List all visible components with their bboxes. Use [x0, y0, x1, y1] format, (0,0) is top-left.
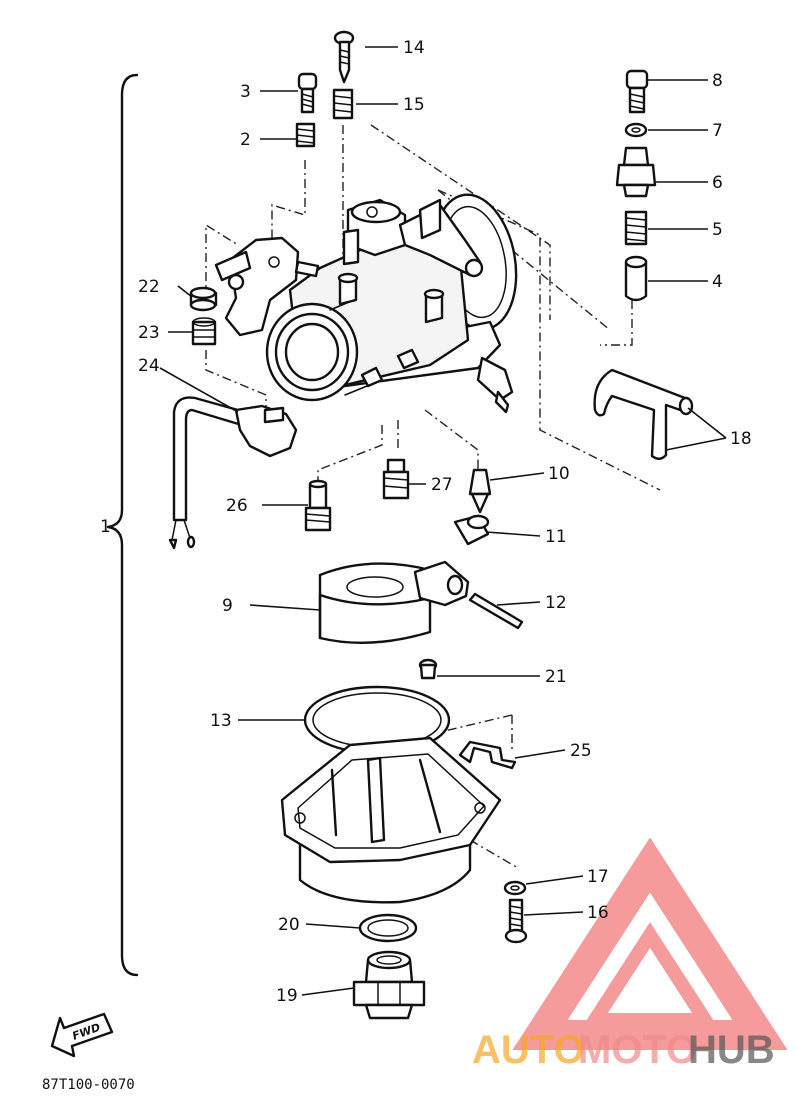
callout-5: 5 — [712, 220, 723, 240]
callout-13: 13 — [210, 711, 232, 731]
callout-20: 20 — [278, 915, 300, 935]
jet-27 — [382, 458, 410, 500]
screw-14 — [333, 30, 355, 84]
callout-22: 22 — [138, 277, 160, 297]
spring-5 — [624, 210, 648, 246]
watermark-text: AUTO MOTO HUB — [472, 1028, 775, 1072]
spring-2 — [295, 122, 316, 148]
callout-numbers: 1 2 3 4 5 6 7 8 9 10 11 12 13 14 15 16 1… — [100, 38, 752, 1006]
washer-17 — [503, 880, 527, 896]
callout-14: 14 — [403, 38, 425, 58]
callout-15: 15 — [403, 95, 425, 115]
callout-24: 24 — [138, 356, 160, 376]
screw-16 — [504, 898, 528, 944]
watermark-logo — [512, 837, 788, 1050]
needle-valve-10 — [468, 468, 492, 514]
diagram-code: 87T100-0070 — [42, 1077, 135, 1093]
forward-direction-arrow: FWD — [50, 1012, 114, 1058]
leader-lines — [159, 46, 727, 996]
watermark-word-auto: AUTO — [472, 1028, 585, 1072]
pin-12 — [468, 592, 524, 630]
clamp-25 — [458, 740, 517, 770]
screw-8 — [625, 69, 649, 114]
callout-8: 8 — [712, 71, 723, 91]
callout-9: 9 — [222, 596, 233, 616]
spring-23 — [191, 317, 217, 346]
washer-7 — [624, 122, 648, 138]
callout-1: 1 — [100, 517, 111, 537]
plug-6 — [615, 146, 657, 198]
clip-11 — [453, 514, 490, 546]
screw-21 — [418, 658, 438, 680]
callout-25: 25 — [570, 741, 592, 761]
jet-26 — [304, 479, 332, 532]
callout-2: 2 — [240, 130, 251, 150]
plunger-4 — [624, 255, 648, 302]
carburetor-body — [214, 193, 518, 414]
spring-15 — [332, 88, 354, 120]
pilot-screw-3 — [297, 72, 318, 114]
callout-3: 3 — [240, 82, 251, 102]
callout-10: 10 — [548, 464, 570, 484]
callout-4: 4 — [712, 272, 723, 292]
callout-12: 12 — [545, 593, 567, 613]
callout-21: 21 — [545, 667, 567, 687]
callout-17: 17 — [587, 867, 609, 887]
callout-19: 19 — [276, 986, 298, 1006]
float-bowl — [280, 736, 502, 904]
callout-16: 16 — [587, 903, 609, 923]
callout-27: 27 — [431, 475, 453, 495]
assembly-brace — [106, 73, 139, 977]
sensor-24 — [168, 396, 298, 550]
watermark-word-hub: HUB — [688, 1028, 775, 1072]
callout-7: 7 — [712, 121, 723, 141]
o-ring-20 — [358, 913, 418, 943]
drain-plug-19 — [352, 950, 426, 1020]
callout-6: 6 — [712, 173, 723, 193]
callout-11: 11 — [545, 527, 567, 547]
watermark-word-moto: MOTO — [578, 1028, 697, 1072]
callout-23: 23 — [138, 323, 160, 343]
float-9 — [318, 560, 470, 644]
hose-18 — [593, 368, 694, 460]
assembly-guide-lines — [205, 124, 661, 869]
callout-26: 26 — [226, 496, 248, 516]
cap-22 — [189, 286, 218, 312]
callout-18: 18 — [730, 429, 752, 449]
